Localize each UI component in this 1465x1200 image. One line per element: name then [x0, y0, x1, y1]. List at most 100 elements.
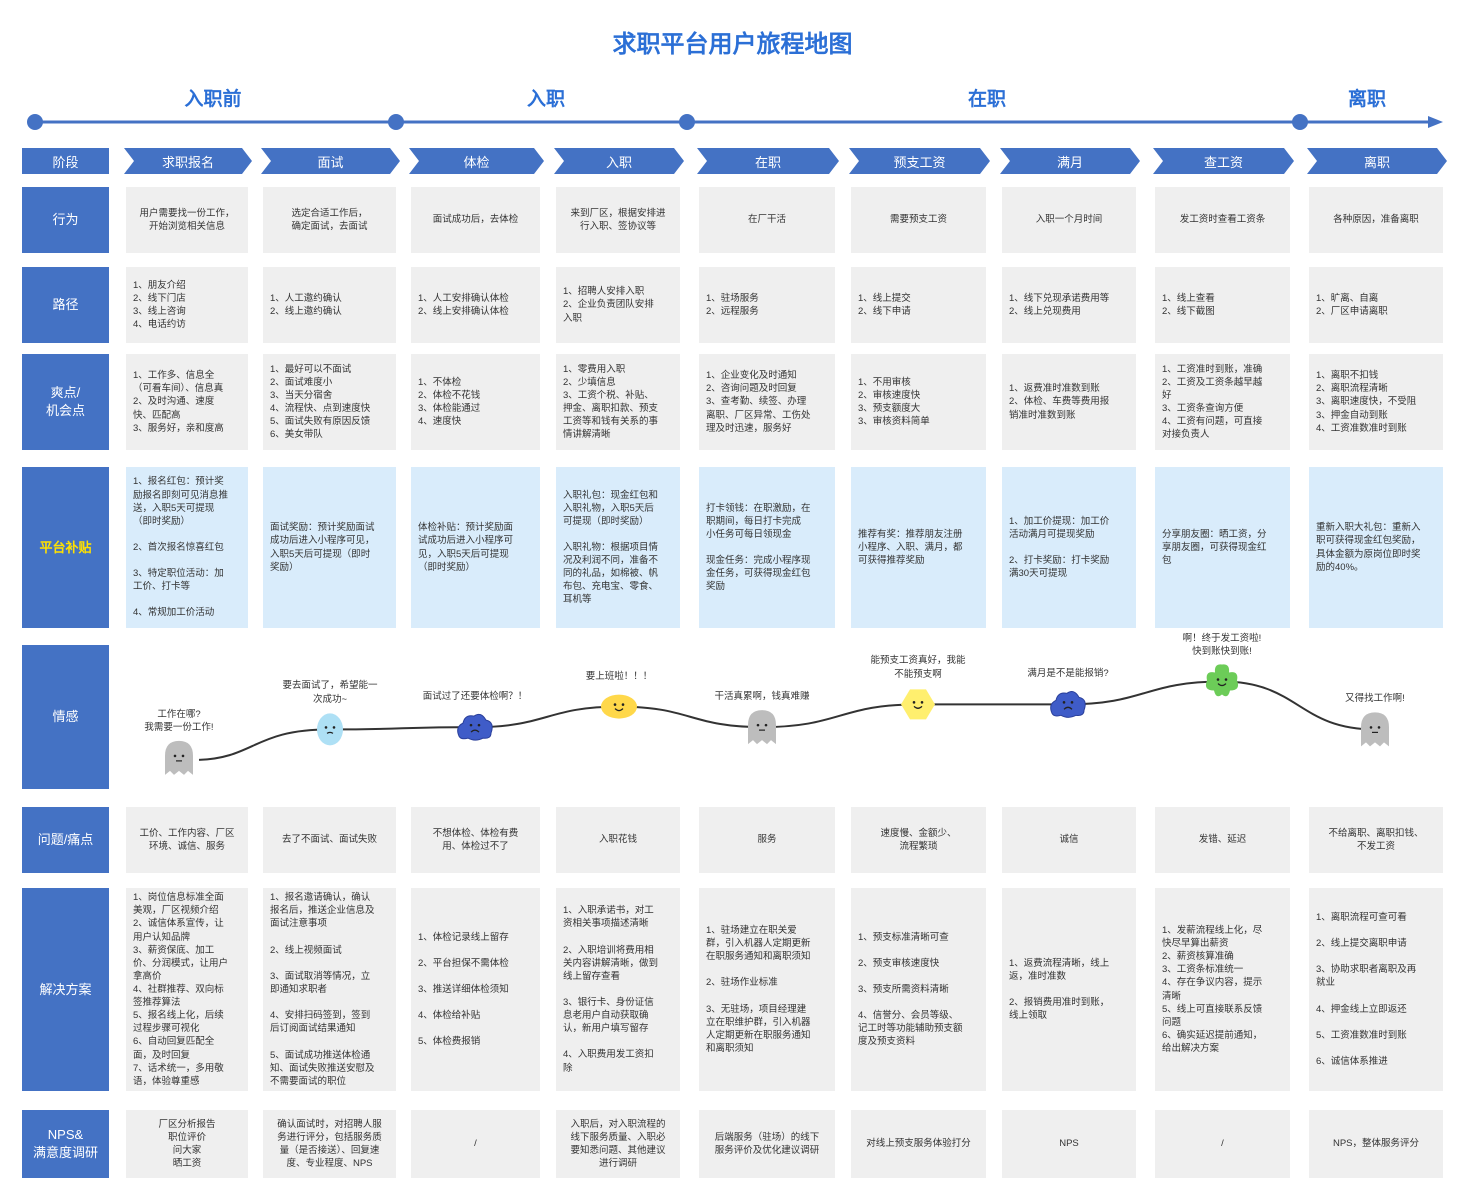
- emotion-thought-text: 能预支工资真好，我能 不能预支啊: [870, 655, 966, 680]
- cell-subsidy: 面试奖励：预计奖励面试 成功后进入小程序可见， 入职5天后可提现（即时 奖励）: [263, 467, 396, 628]
- cell-solution: 1、入职承诺书，对工 资相关事项描述清晰 2、入职培训将费用相 关内容讲解清晰，…: [556, 888, 680, 1091]
- cell-delight: 1、不体检 2、体检不花钱 3、体检能通过 4、速度快: [411, 354, 540, 450]
- cell-solution: 1、发薪流程线上化，尽 快尽早算出薪资 2、薪资核算准确 3、工资条标准统一 4…: [1155, 888, 1290, 1091]
- phase-label-onboarding: 入职: [526, 89, 566, 110]
- cell-subsidy: 体检补贴：预计奖励面 试成功后进入小程序可 见，入职5天后可提现 （即时奖励）: [411, 467, 540, 628]
- emotion-character-happy-icon: [601, 694, 637, 719]
- emotion-character-happy-icon: [1205, 664, 1239, 697]
- cell-delight: 1、返费准时准数到账 2、体检、车费等费用报 销准时准数到账: [1002, 354, 1136, 450]
- emotion-thought-text: 满月是不是能报销?: [1027, 668, 1109, 680]
- cell-path: 1、线上查看 2、线下截图: [1155, 267, 1290, 343]
- cell-solution: 1、离职流程可查可看 2、线上提交离职申请 3、协助求职者离职及再 就业 4、押…: [1309, 888, 1443, 1091]
- stage-chevron: 满月: [1000, 148, 1140, 174]
- cell-delight: 1、离职不扣钱 2、离职流程清晰 3、离职速度快，不受阻 3、押金自动到账 4、…: [1309, 354, 1443, 450]
- cell-solution: 1、预支标准清晰可查 2、预支审核速度快 3、预支所需资料清晰 4、信誉分、会员…: [851, 888, 986, 1091]
- cell-solution: 1、驻场建立在职关爱 群，引入机器人定期更新 在职服务通知和离职须知 2、驻场作…: [699, 888, 835, 1091]
- cell-nps: 确认面试时，对招聘人服 务进行评分，包括服务质 量（是否接送）、回复速 度、专业…: [263, 1110, 396, 1178]
- stage-chevron: 离职: [1307, 148, 1447, 174]
- emotion-thought-text: 又得找工作啊!: [1345, 693, 1405, 705]
- cell-solution: 1、岗位信息标准全面 美观，厂区视频介绍 2、诚信体系宣传，让 用户认知品牌 3…: [126, 888, 248, 1091]
- emotion-character-sad-icon: [1050, 691, 1086, 718]
- stage-chevron: 在职: [697, 148, 839, 174]
- cell-behavior: 在厂干活: [699, 187, 835, 253]
- cell-behavior: 选定合适工作后， 确定面试，去面试: [263, 187, 396, 253]
- cell-pain: 去了不面试、面试失败: [263, 807, 396, 873]
- phase-label-pre-onboarding: 入职前: [184, 89, 242, 110]
- cell-path: 1、朋友介绍 2、线下门店 3、线上咨询 4、电话约访: [126, 267, 248, 343]
- cell-delight: 1、不用审核 2、审核速度快 3、预支额度大 3、审核资料简单: [851, 354, 986, 450]
- cell-behavior: 用户需要找一份工作， 开始浏览相关信息: [126, 187, 248, 253]
- cell-subsidy: 1、加工价提现：加工价 活动满月可提现奖励 2、打卡奖励：打卡奖励 满30天可提…: [1002, 467, 1136, 628]
- stage-chevron: 体检: [409, 148, 544, 174]
- timeline-arrowhead: [1428, 116, 1443, 128]
- row-label-subsidy: 平台补贴: [22, 467, 109, 628]
- cell-delight: 1、最好可以不面试 2、面试难度小 3、当天分宿舍 4、流程快、点到速度快 5、…: [263, 354, 396, 450]
- cell-behavior: 入职一个月时间: [1002, 187, 1136, 253]
- cell-pain: 诚信: [1002, 807, 1136, 873]
- cell-pain: 速度慢、金额少、 流程繁琐: [851, 807, 986, 873]
- cell-nps: NPS: [1002, 1110, 1136, 1178]
- cell-nps: 厂区分析报告 职位评价 问大家 晒工资: [126, 1110, 248, 1178]
- cell-path: 1、线上提交 2、线下申请: [851, 267, 986, 343]
- row-label-behavior: 行为: [22, 187, 109, 253]
- cell-nps: 入职后，对入职流程的 线下服务质量、入职必 要知悉问题、其他建议 进行调研: [556, 1110, 680, 1178]
- phase-label-employed: 在职: [967, 89, 1007, 110]
- cell-subsidy: 打卡领钱：在职激励，在 职期间，每日打卡完成 小任务可每日领现金 现金任务：完成…: [699, 467, 835, 628]
- cell-path: 1、人工邀约确认 2、线上邀约确认: [263, 267, 396, 343]
- cell-path: 1、线下兑现承诺费用等 2、线上兑现费用: [1002, 267, 1136, 343]
- cell-path: 1、驻场服务 2、远程服务: [699, 267, 835, 343]
- row-label-path: 路径: [22, 267, 109, 343]
- stage-chevron: 查工资: [1153, 148, 1294, 174]
- cell-delight: 1、企业变化及时通知 2、咨询问题及时回复 3、查考勤、续签、办理 离职、厂区异…: [699, 354, 835, 450]
- cell-solution: 1、报名邀请确认，确认 报名后，推送企业信息及 面试注意事项 2、线上视频面试 …: [263, 888, 396, 1091]
- cell-behavior: 需要预支工资: [851, 187, 986, 253]
- stage-chevron: 入职: [554, 148, 684, 174]
- stage-header: 阶段: [22, 148, 109, 174]
- row-label-pain: 问题/痛点: [22, 807, 109, 873]
- cell-delight: 1、工资准时到账，准确 2、工资及工资条越早越 好 3、工资条查询方便 4、工资…: [1155, 354, 1290, 450]
- cell-nps: /: [1155, 1110, 1290, 1178]
- cell-solution: 1、返费流程清晰，线上 返，准时准数 2、报销费用准时到账， 线上领取: [1002, 888, 1136, 1091]
- emotion-thought-text: 面试过了还要体检啊？！: [422, 691, 528, 703]
- timeline-node: [27, 114, 43, 130]
- emotion-character-happy-icon: [901, 689, 935, 720]
- cell-pain: 工价、工作内容、厂区 环境、诚信、服务: [126, 807, 248, 873]
- page-title: 求职平台用户旅程地图: [612, 31, 853, 58]
- emotion-thought-text: 要上班啦！！！: [585, 670, 653, 682]
- timeline-node: [1292, 114, 1308, 130]
- timeline-node: [679, 114, 695, 130]
- stage-chevron: 预支工资: [849, 148, 990, 174]
- cell-pain: 发错、延迟: [1155, 807, 1290, 873]
- cell-subsidy: 入职礼包：现金红包和 入职礼物，入职5天后 可提现（即时奖励） 入职礼物：根据项…: [556, 467, 680, 628]
- cell-pain: 入职花钱: [556, 807, 680, 873]
- emotion-character-neutral-icon: [165, 740, 193, 775]
- cell-path: 1、旷离、自离 2、厂区申请离职: [1309, 267, 1443, 343]
- cell-nps: NPS，整体服务评分: [1309, 1110, 1443, 1178]
- emotion-thought-text: 要去面试了，希望能一 次成功~: [282, 680, 378, 705]
- cell-delight: 1、工作多、信息全 （可看车间）、信息真 2、及时沟通、速度 快、匹配高 3、服…: [126, 354, 248, 450]
- cell-pain: 不给离职、离职扣钱、 不发工资: [1309, 807, 1443, 873]
- cell-path: 1、人工安排确认体检 2、线上安排确认体检: [411, 267, 540, 343]
- row-label-delight: 爽点/ 机会点: [22, 354, 109, 450]
- cell-nps: 对线上预支服务体验打分: [851, 1110, 986, 1178]
- cell-path: 1、招聘人安排入职 2、企业负责团队安排 入职: [556, 267, 680, 343]
- timeline-node: [388, 114, 404, 130]
- cell-behavior: 发工资时查看工资条: [1155, 187, 1290, 253]
- cell-subsidy: 分享朋友圈：晒工资，分 享朋友圈，可获得现金红 包: [1155, 467, 1290, 628]
- cell-subsidy: 1、报名红包：预计奖 励报名即刻可见消息推 送，入职5天可提现 （即时奖励） 2…: [126, 467, 248, 628]
- cell-subsidy: 推荐有奖：推荐朋友注册 小程序、入职、满月，都 可获得推荐奖励: [851, 467, 986, 628]
- emotion-character-neutral-icon: [748, 710, 776, 745]
- emotion-thought-text: 工作在哪? 我需要一份工作!: [144, 708, 214, 734]
- row-label-emotion: 情感: [22, 645, 109, 789]
- cell-solution: 1、体检记录线上留存 2、平台担保不需体检 3、推送详细体检须知 4、体检给补贴…: [411, 888, 540, 1091]
- cell-subsidy: 重新入职大礼包：重新入 职可获得现金红包奖励， 具体金额为原岗位即时奖 励的40…: [1309, 467, 1443, 628]
- phase-label-resignation: 离职: [1347, 89, 1387, 110]
- stage-chevron: 面试: [261, 148, 400, 174]
- emotion-thought-text: 啊！终于发工资啦! 快到账快到账!: [1182, 632, 1262, 657]
- phase-timeline: [27, 114, 1443, 130]
- row-label-nps: NPS& 满意度调研: [22, 1110, 109, 1178]
- cell-behavior: 面试成功后，去体检: [411, 187, 540, 253]
- emotion-character-sad-icon: [457, 713, 493, 741]
- cell-behavior: 来到厂区，根据安排进 行入职、签协议等: [556, 187, 680, 253]
- row-label-solution: 解决方案: [22, 888, 109, 1091]
